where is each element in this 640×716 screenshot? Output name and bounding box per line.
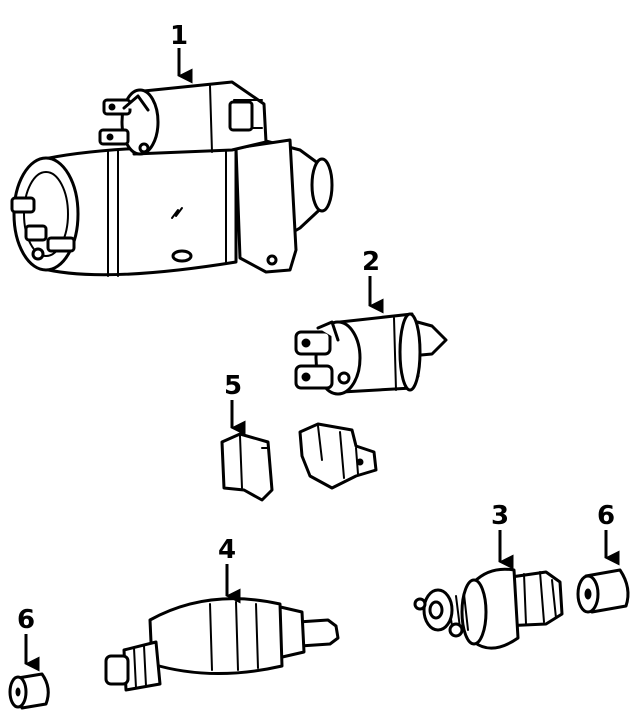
- brush-set[interactable]: [220, 422, 378, 502]
- armature[interactable]: [104, 597, 340, 692]
- callout-6-right: 6: [597, 501, 615, 531]
- starter-motor[interactable]: [10, 80, 334, 277]
- callout-5: 5: [224, 371, 242, 401]
- callout-2: 2: [362, 247, 380, 277]
- bushing-left[interactable]: [8, 672, 50, 710]
- solenoid[interactable]: [294, 312, 448, 396]
- callout-3: 3: [491, 501, 509, 531]
- callout-1: 1: [170, 21, 188, 51]
- bushing-right[interactable]: [576, 568, 630, 614]
- drive-gear[interactable]: [413, 567, 564, 650]
- callout-6-left: 6: [17, 605, 35, 635]
- callout-4: 4: [218, 535, 236, 565]
